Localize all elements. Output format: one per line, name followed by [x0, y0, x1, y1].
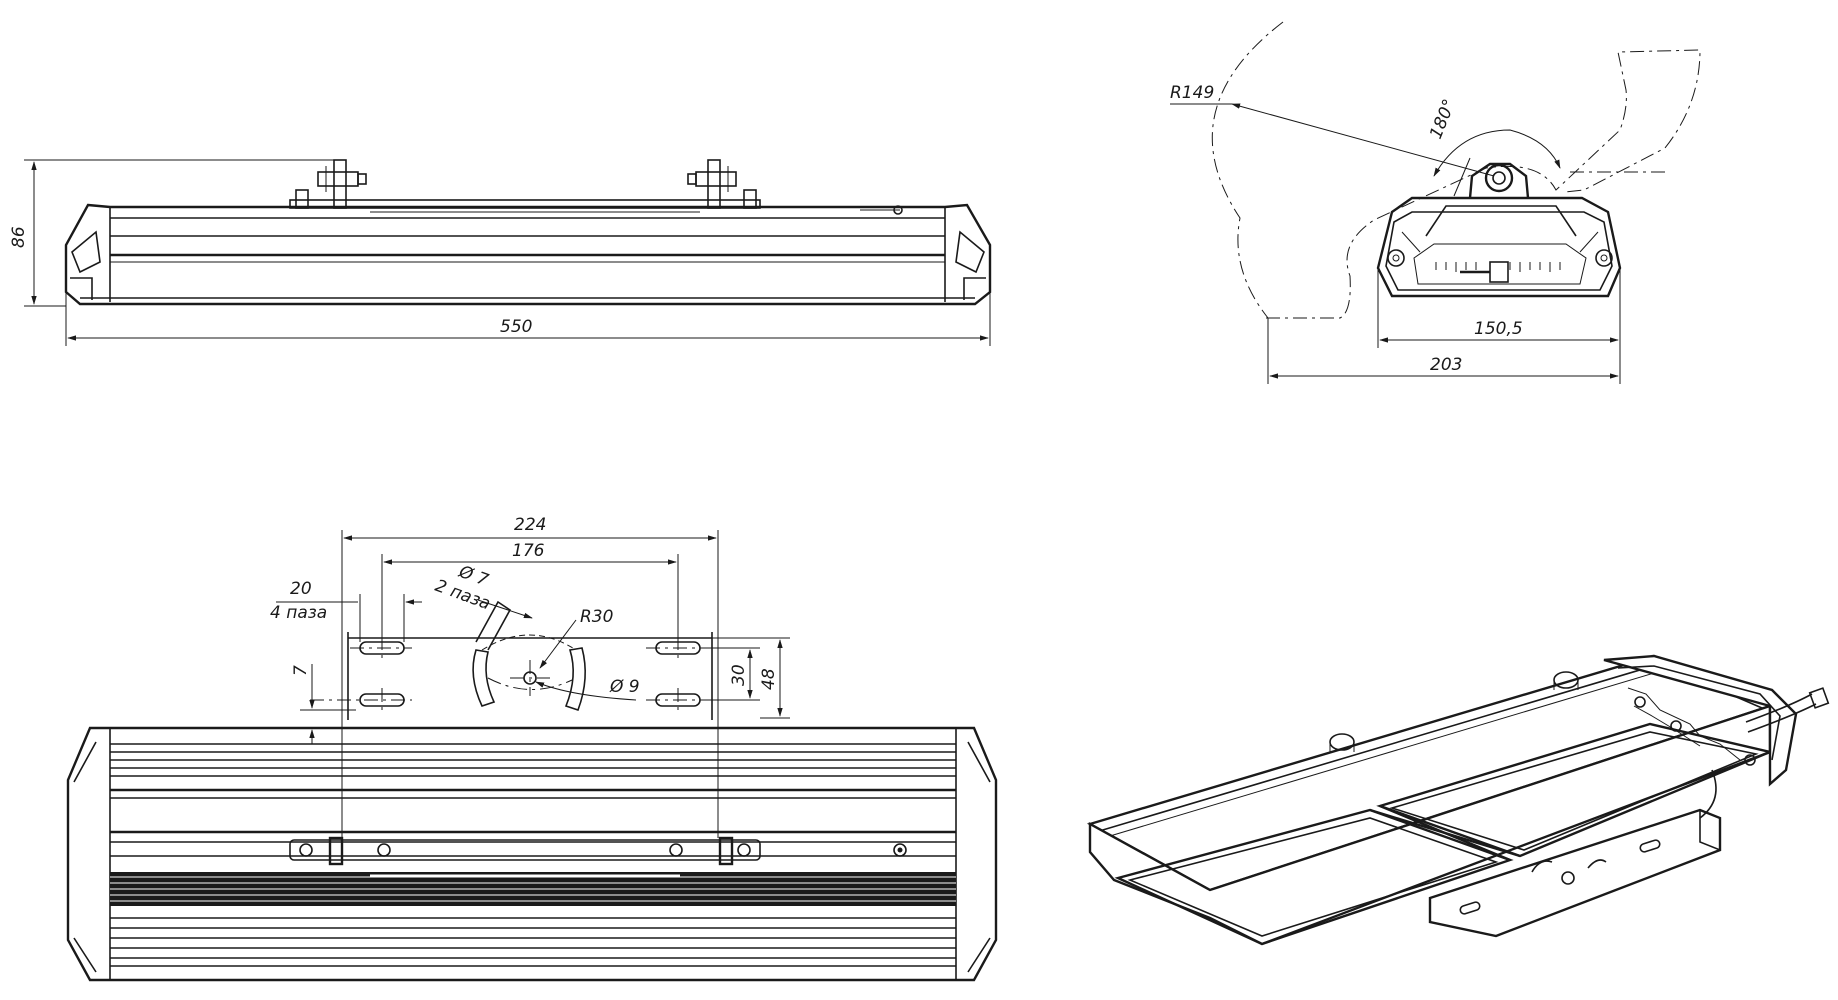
side-view: 86 550 [9, 159, 992, 346]
dim-pitch-30: 30 [712, 647, 760, 701]
dim-height-label: 86 [9, 226, 29, 248]
side-view-body [64, 199, 992, 306]
dim-angle-label: 180° [1426, 96, 1460, 141]
end-view: R149 180° 150,5 203 [1170, 21, 1701, 384]
dim-r149-label: R149 [1170, 83, 1214, 103]
dim-length-550: 550 [65, 292, 991, 346]
bracket-view: 224 176 20 4 паза Ø 7 2 паза R30 [66, 515, 998, 982]
bolt-left [295, 159, 367, 209]
dim-slot-20: 20 4 паза [270, 579, 422, 642]
slot-bottom-left [310, 688, 412, 712]
dim-hole-9-label: Ø 9 [609, 677, 640, 697]
dim-203: 203 [1267, 318, 1621, 384]
dim-gap-7: 7 [291, 664, 356, 744]
dim-176-label: 176 [512, 541, 545, 561]
isometric-view [1086, 654, 1830, 946]
slot-top-left [350, 636, 412, 660]
bolt-right [687, 159, 757, 209]
dim-height-48: 48 [712, 637, 790, 719]
dim-hole-7: Ø 7 2 паза [432, 562, 533, 619]
arc-slots [472, 600, 586, 712]
dim-r30: R30 [539, 607, 613, 669]
dim-slot-20-label: 20 [290, 579, 312, 599]
dim-224: 224 [341, 515, 719, 640]
slot-top-right [646, 636, 720, 660]
dim-203-label: 203 [1430, 355, 1462, 375]
dim-hole-9: Ø 9 [535, 677, 640, 701]
dim-176: 176 [381, 541, 679, 640]
dim-224-label: 224 [514, 515, 546, 535]
end-view-pivot [1453, 157, 1530, 199]
dim-height-48-label: 48 [759, 668, 779, 690]
dim-150-5: 150,5 [1377, 270, 1621, 348]
slot-bottom-right [646, 688, 720, 712]
dim-150-5-label: 150,5 [1474, 319, 1523, 339]
end-view-body [1376, 196, 1622, 298]
dim-r30-label: R30 [580, 607, 613, 627]
dim-slot-note: 4 паза [270, 603, 327, 623]
bracket-plate [341, 632, 719, 720]
dim-height-86: 86 [9, 159, 334, 307]
dim-length-label: 550 [500, 317, 532, 337]
bracket-view-body [66, 720, 998, 982]
dim-gap-7-label: 7 [291, 665, 311, 676]
dim-pitch-30-label: 30 [729, 664, 749, 686]
